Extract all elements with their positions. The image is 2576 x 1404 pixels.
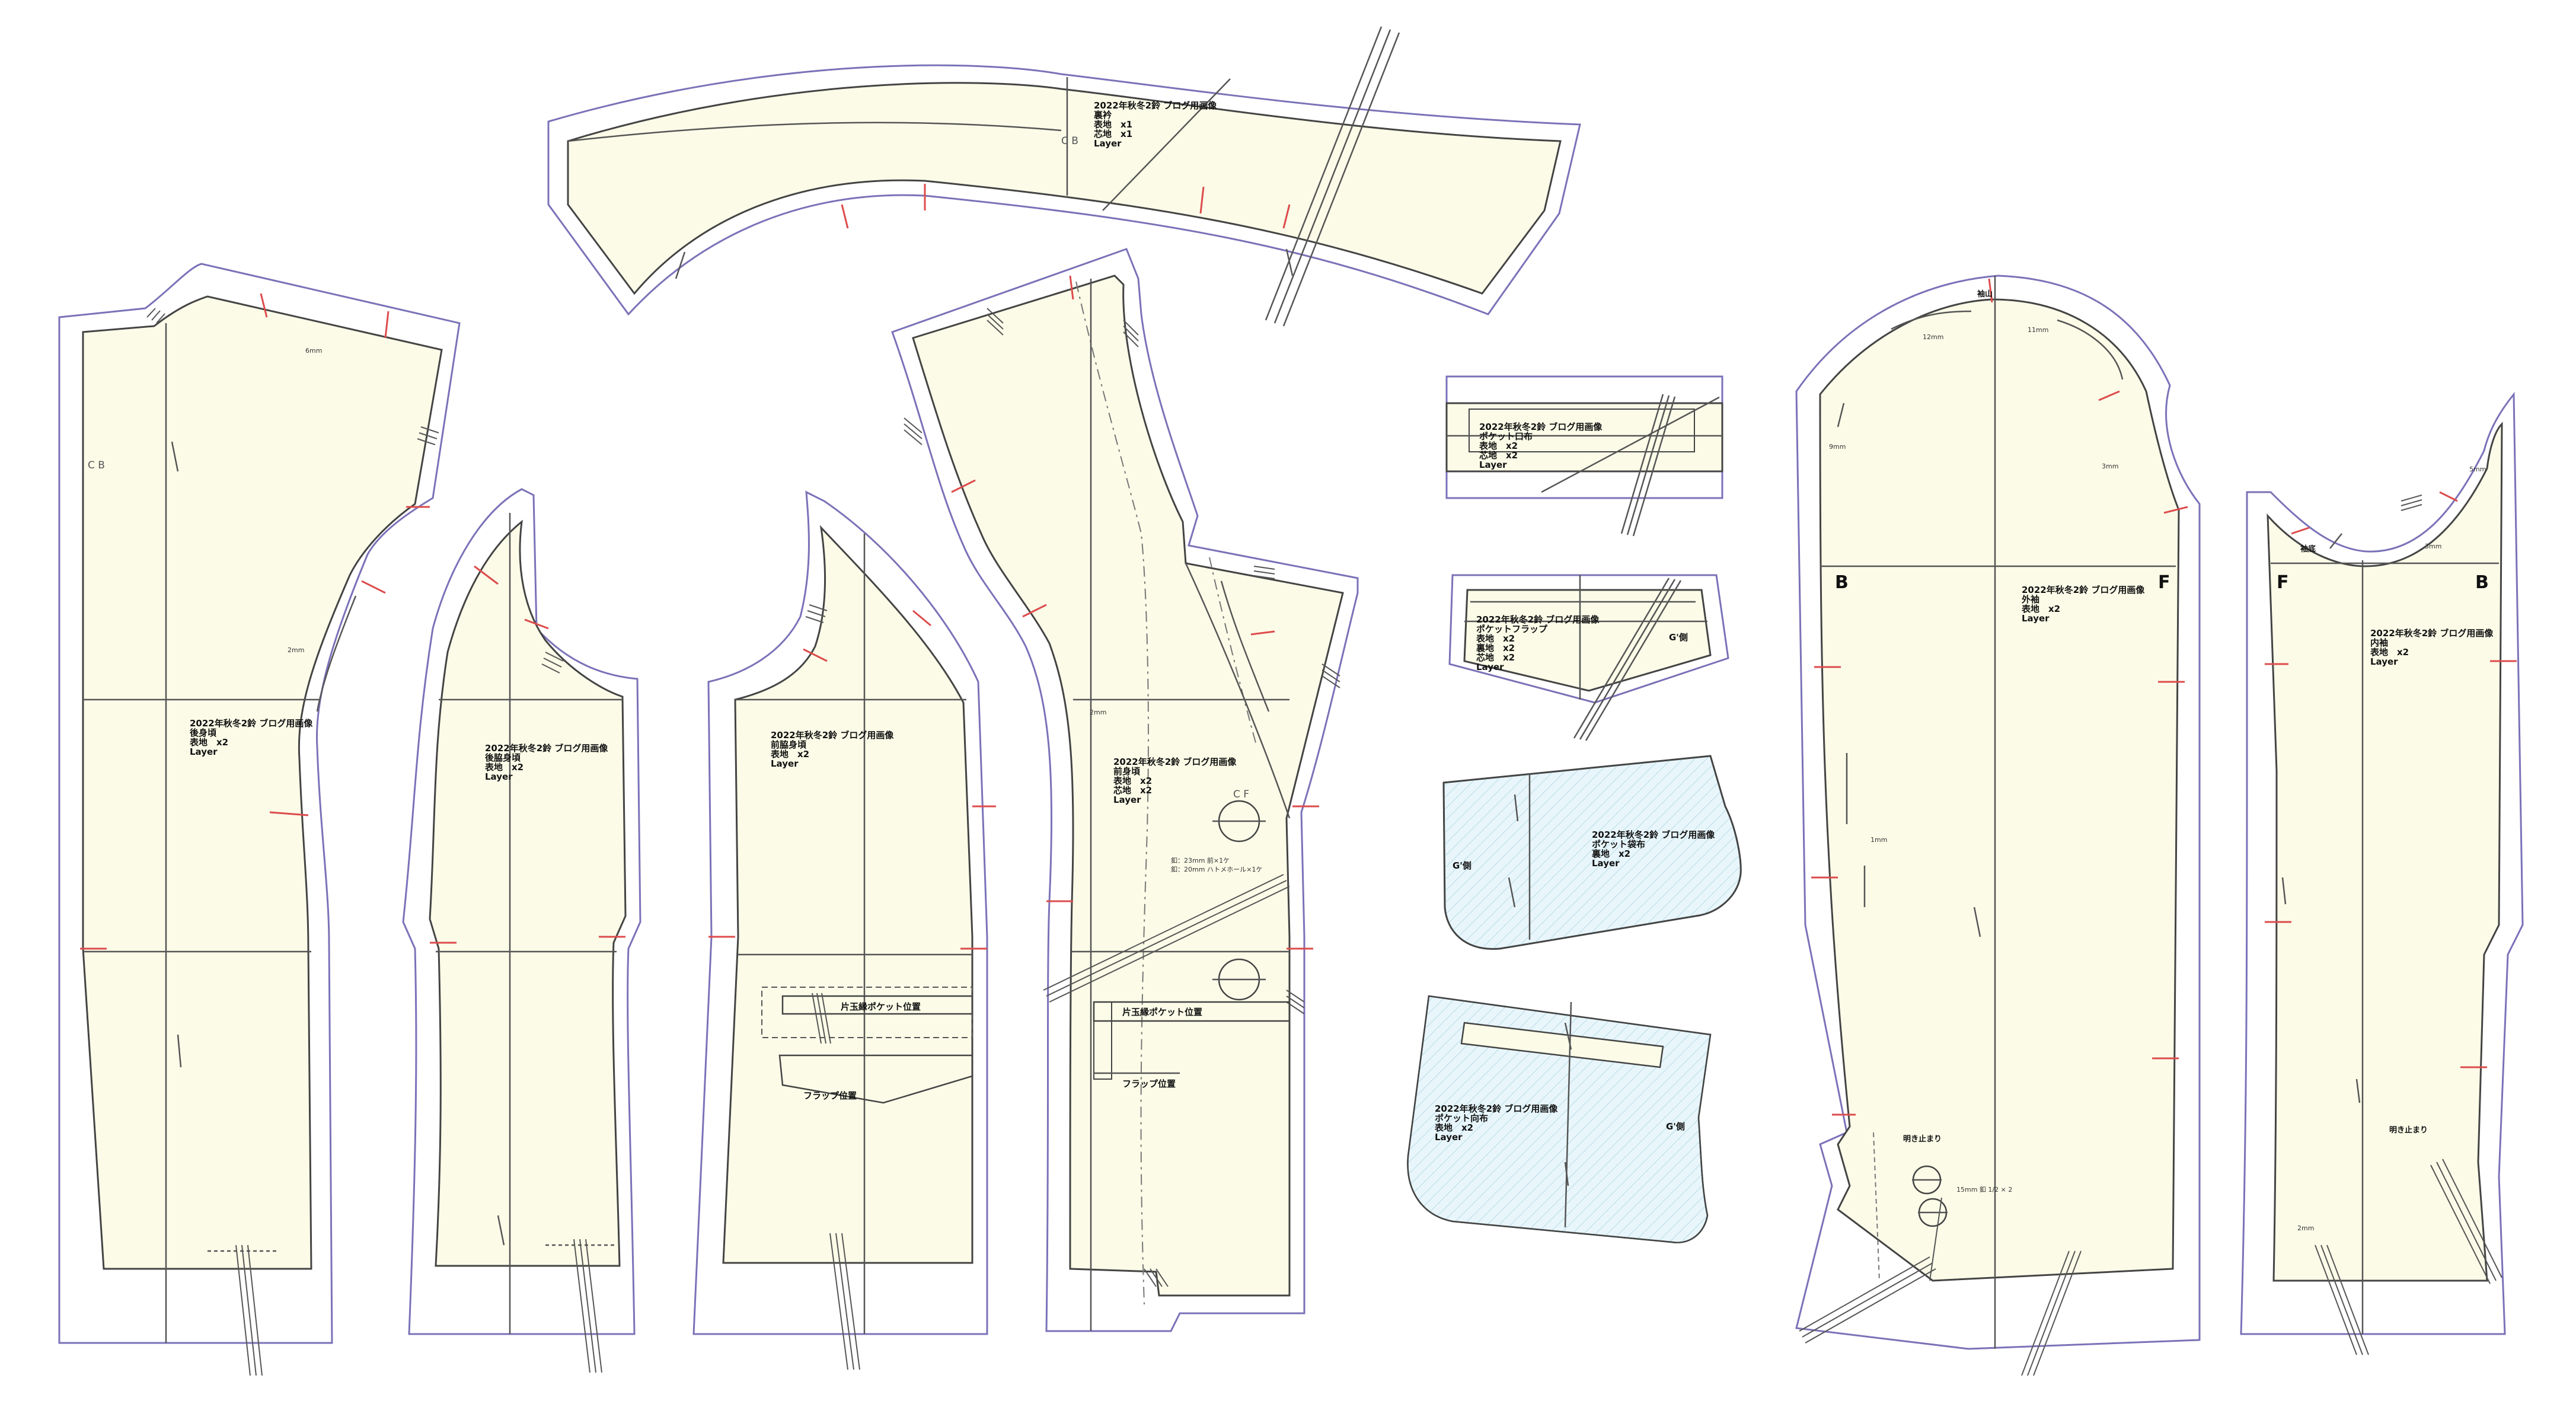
outer-sleeve-f: F bbox=[2158, 572, 2170, 593]
pocket-opening-label-2: ポケット口布 bbox=[1479, 431, 1533, 442]
front-body-label-5: Layer bbox=[1113, 794, 1141, 805]
back-side-label-4: Layer bbox=[485, 771, 513, 782]
back-body-cb-mark: C B bbox=[88, 460, 105, 471]
collar-cb-mark: C B bbox=[1061, 135, 1078, 147]
front-body-piece: 片玉縁ポケット位置 フラップ位置 C F 2mm 釦：23mm 前×1ケ 釦：2… bbox=[891, 248, 1359, 1332]
pocket-inner-label-3: 表地 x2 bbox=[1435, 1122, 1473, 1133]
front-side-label-4: Layer bbox=[771, 758, 799, 769]
pocket-flap-label-5: 芯地 x2 bbox=[1476, 652, 1515, 663]
pocket-inner-label-4: Layer bbox=[1435, 1132, 1463, 1143]
pocket-opening-label-1: 2022年秋冬2鈴 ブログ用画像 bbox=[1479, 422, 1603, 432]
outer-sleeve-11mm: 11mm bbox=[2028, 326, 2048, 334]
pocket-facing-label-4: Layer bbox=[1592, 858, 1620, 869]
pocket-facing-piece: G'側 2022年秋冬2鈴 ブログ用画像 ポケット袋布 裏地 x2 Layer bbox=[1442, 755, 1742, 950]
outer-sleeve-9mm: 9mm bbox=[1829, 443, 1846, 451]
inner-sleeve-f: F bbox=[2277, 572, 2289, 593]
pocket-facing-label-1: 2022年秋冬2鈴 ブログ用画像 bbox=[1592, 829, 1715, 840]
pocket-facing-label-2: ポケット袋布 bbox=[1592, 839, 1645, 850]
pocket-opening-label-4: 芯地 x2 bbox=[1479, 450, 1518, 461]
front-body-label-1: 2022年秋冬2鈴 ブログ用画像 bbox=[1113, 757, 1237, 767]
pocket-facing-g-side: G'側 bbox=[1453, 860, 1471, 871]
front-side-label-1: 2022年秋冬2鈴 ブログ用画像 bbox=[771, 730, 894, 741]
front-side-label-2: 前脇身頃 bbox=[771, 739, 807, 750]
outer-sleeve-label-3: 表地 x2 bbox=[2022, 604, 2060, 614]
outer-sleeve-1mm: 1mm bbox=[1870, 836, 1887, 844]
inner-sleeve-label-3: 表地 x2 bbox=[2370, 647, 2409, 658]
inner-sleeve-slit: 明き止まり bbox=[2389, 1125, 2428, 1135]
front-side-piece: 片玉縁ポケット位置 フラップ位置 2022年秋冬2鈴 ブログ用画像 前脇身頃 表… bbox=[692, 490, 996, 1370]
outer-sleeve-3mm: 3mm bbox=[2102, 462, 2118, 470]
inner-sleeve-2mm: 2mm bbox=[2297, 1224, 2314, 1232]
front-side-welt-pocket: 片玉縁ポケット位置 bbox=[841, 1001, 921, 1012]
outer-sleeve-label-2: 外袖 bbox=[2021, 594, 2039, 605]
pocket-inner-piece: G'側 2022年秋冬2鈴 ブログ用画像 ポケット向布 表地 x2 Layer bbox=[1407, 995, 1712, 1244]
outer-sleeve-12mm: 12mm bbox=[1923, 333, 1943, 341]
back-side-label-1: 2022年秋冬2鈴 ブログ用画像 bbox=[485, 743, 608, 754]
pocket-flap-g-side: G'側 bbox=[1669, 632, 1688, 643]
outer-sleeve-label-1: 2022年秋冬2鈴 ブログ用画像 bbox=[2022, 585, 2145, 595]
inner-sleeve-piece: F B 袖底 5mm 3mm 2mm 明き止まり 2022年秋冬2鈴 ブログ用画… bbox=[2240, 391, 2524, 1355]
pocket-opening-piece: 2022年秋冬2鈴 ブログ用画像 ポケット口布 表地 x2 芯地 x2 Laye… bbox=[1445, 375, 1723, 537]
outer-sleeve-top: 袖山 bbox=[1977, 289, 1993, 299]
front-body-label-3: 表地 x2 bbox=[1113, 776, 1152, 786]
pocket-flap-label-1: 2022年秋冬2鈴 ブログ用画像 bbox=[1476, 614, 1600, 625]
pocket-inner-g-side: G'側 bbox=[1666, 1121, 1685, 1132]
pocket-inner-label-2: ポケット向布 bbox=[1435, 1113, 1488, 1124]
button-note-1: 釦：23mm 前×1ケ bbox=[1171, 856, 1230, 864]
back-body-label-3: 表地 x2 bbox=[190, 737, 228, 748]
collar-label-5: Layer bbox=[1094, 138, 1122, 149]
pocket-flap-label-4: 裏地 x2 bbox=[1476, 643, 1515, 653]
collar-label-4: 芯地 x1 bbox=[1094, 129, 1132, 139]
collar-piece: C B 2022年秋冬2鈴 ブログ用画像 裏衿 表地 x1 芯地 x1 Laye… bbox=[547, 26, 1581, 327]
pocket-opening-label-5: Layer bbox=[1479, 460, 1507, 470]
pocket-inner-label-1: 2022年秋冬2鈴 ブログ用画像 bbox=[1435, 1103, 1558, 1114]
pocket-flap-label-6: Layer bbox=[1476, 662, 1504, 672]
collar-label-3: 表地 x1 bbox=[1094, 119, 1132, 130]
front-flap-position: フラップ位置 bbox=[1122, 1078, 1176, 1089]
back-body-piece: C B 6mm 2mm 2022年秋冬2鈴 ブログ用画像 後身頃 表地 x2 L… bbox=[58, 263, 461, 1376]
collar-label-1: 2022年秋冬2鈴 ブログ用画像 bbox=[1094, 100, 1217, 111]
front-body-label-4: 芯地 x2 bbox=[1113, 785, 1152, 796]
front-2mm: 2mm bbox=[1090, 709, 1106, 716]
pocket-facing-label-3: 裏地 x2 bbox=[1591, 848, 1630, 859]
inner-sleeve-label-2: 内袖 bbox=[2370, 637, 2388, 648]
outer-sleeve-piece: B F 袖山 12mm 11mm 9mm 3mm 1mm 明き止まり 15mm … bbox=[1795, 275, 2201, 1376]
inner-sleeve-b: B bbox=[2475, 572, 2489, 593]
inner-sleeve-3mm: 3mm bbox=[2425, 543, 2441, 550]
front-side-flap-position: フラップ位置 bbox=[803, 1090, 857, 1101]
inner-sleeve-under: 袖底 bbox=[2300, 544, 2316, 554]
pocket-opening-label-3: 表地 x2 bbox=[1479, 441, 1518, 451]
front-cf-mark: C F bbox=[1233, 789, 1249, 800]
back-body-6mm: 6mm bbox=[305, 347, 322, 355]
inner-sleeve-5mm: 5mm bbox=[2469, 465, 2486, 473]
pocket-flap-label-2: ポケットフラップ bbox=[1476, 624, 1548, 634]
outer-sleeve-slit: 明き止まり bbox=[1903, 1134, 1942, 1144]
pocket-flap-piece: G'側 2022年秋冬2鈴 ブログ用画像 ポケットフラップ 表地 x2 裏地 x… bbox=[1448, 574, 1729, 741]
inner-sleeve-label-1: 2022年秋冬2鈴 ブログ用画像 bbox=[2370, 628, 2494, 639]
front-body-label-2: 前身頃 bbox=[1113, 766, 1141, 777]
outer-sleeve-button-note: 15mm 釦 1/2 × 2 bbox=[1956, 1185, 2012, 1194]
front-welt-pocket: 片玉縁ポケット位置 bbox=[1122, 1007, 1202, 1017]
front-side-label-3: 表地 x2 bbox=[771, 749, 809, 760]
back-side-label-2: 後脇身頃 bbox=[484, 752, 521, 763]
collar-label-2: 裏衿 bbox=[1093, 110, 1112, 120]
back-body-label-4: Layer bbox=[190, 746, 218, 757]
back-body-label-1: 2022年秋冬2鈴 ブログ用画像 bbox=[190, 718, 313, 729]
inner-sleeve-label-4: Layer bbox=[2370, 656, 2398, 667]
pocket-flap-label-3: 表地 x2 bbox=[1476, 633, 1515, 644]
back-side-piece: 2022年秋冬2鈴 ブログ用画像 後脇身頃 表地 x2 Layer bbox=[402, 488, 641, 1373]
back-side-label-3: 表地 x2 bbox=[485, 762, 524, 773]
outer-sleeve-label-4: Layer bbox=[2022, 613, 2050, 624]
back-body-2mm: 2mm bbox=[288, 646, 304, 654]
button-note-2: 釦：20mm ハトメホール×1ケ bbox=[1171, 865, 1262, 873]
back-body-label-2: 後身頃 bbox=[189, 727, 217, 738]
outer-sleeve-b: B bbox=[1835, 572, 1849, 593]
